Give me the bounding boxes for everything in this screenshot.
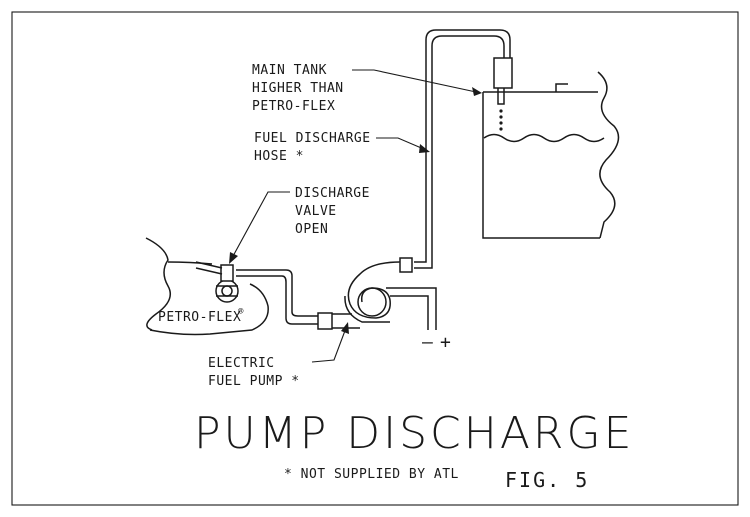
petro-flex-tank (145, 237, 269, 336)
figure-label: FIG. 5 (505, 468, 589, 492)
hose-label: FUEL DISCHARGE HOSE * (254, 131, 371, 164)
polarity-plus: + (440, 332, 451, 353)
main-tank (482, 71, 620, 239)
svg-text:FUEL PUMP *: FUEL PUMP * (208, 374, 300, 389)
petro-flex-label: PETRO-FLEX (158, 310, 241, 325)
svg-text:MAIN TANK: MAIN TANK (252, 63, 327, 78)
pump-label: ELECTRIC FUEL PUMP * (208, 356, 300, 389)
suction-line (236, 269, 318, 325)
svg-text:ELECTRIC: ELECTRIC (208, 356, 275, 371)
svg-text:FUEL DISCHARGE: FUEL DISCHARGE (254, 131, 371, 146)
svg-text:VALVE: VALVE (295, 204, 337, 219)
polarity-minus: – (422, 332, 433, 353)
registered-mark: ® (238, 307, 244, 317)
diagram-title: PUMP DISCHARGE (194, 408, 634, 459)
svg-text:HIGHER THAN: HIGHER THAN (252, 81, 344, 96)
svg-text:PETRO-FLEX: PETRO-FLEX (252, 99, 335, 114)
suction-dots (499, 109, 503, 131)
leader-lines (229, 69, 482, 363)
svg-text:DISCHARGE: DISCHARGE (295, 186, 370, 201)
fuel-discharge-hose (399, 29, 513, 273)
svg-text:OPEN: OPEN (295, 222, 328, 237)
svg-text:HOSE *: HOSE * (254, 149, 304, 164)
footnote: * NOT SUPPLIED BY ATL (284, 467, 459, 482)
page-frame (11, 11, 739, 506)
valve-label: DISCHARGE VALVE OPEN (295, 186, 370, 237)
electric-fuel-pump (317, 261, 437, 330)
main-tank-label: MAIN TANK HIGHER THAN PETRO-FLEX (252, 63, 344, 114)
